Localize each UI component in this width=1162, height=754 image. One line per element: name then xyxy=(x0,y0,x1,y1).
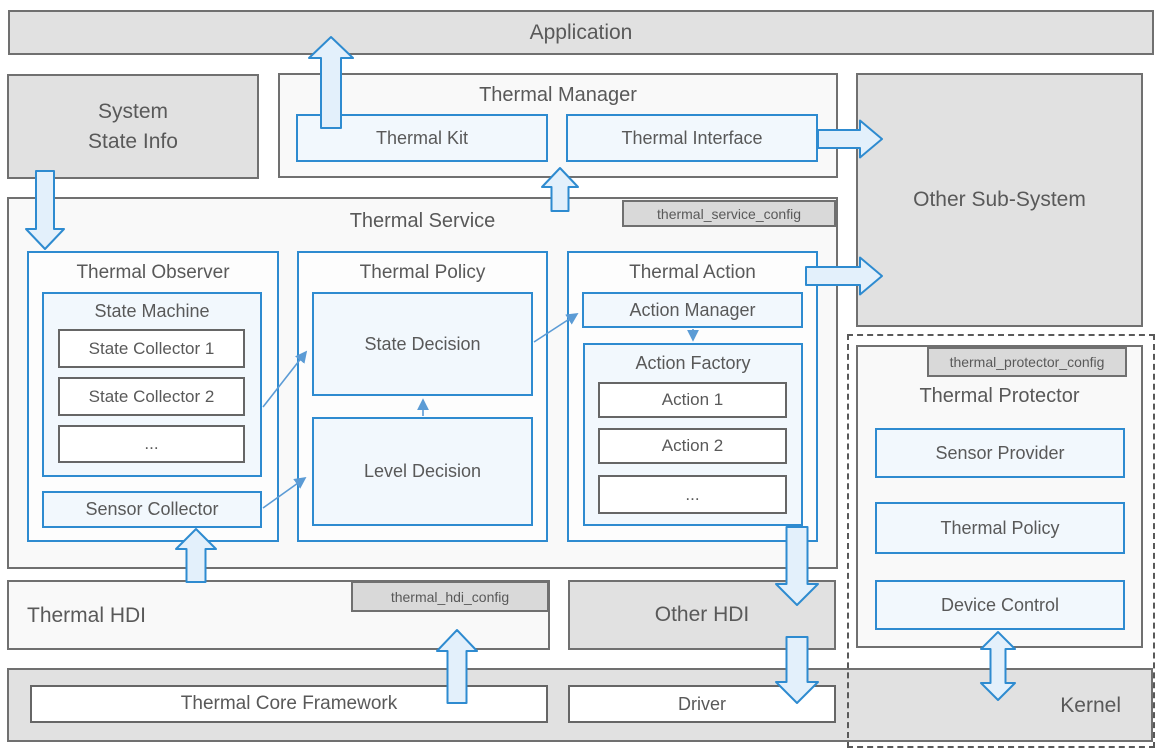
action-manager-box: Action Manager xyxy=(582,292,803,328)
sensor-collector-box: Sensor Collector xyxy=(42,491,262,528)
kernel-label: Kernel xyxy=(1060,694,1121,717)
thermal-core-framework-label: Thermal Core Framework xyxy=(180,693,398,714)
state-collector-1-label: State Collector 1 xyxy=(88,338,215,358)
thermal-protector-config-label: thermal_protector_config xyxy=(949,354,1105,370)
protector-thermal-policy-box: Thermal Policy xyxy=(875,502,1125,554)
device-control-label: Device Control xyxy=(940,594,1060,615)
action-manager-label: Action Manager xyxy=(629,299,756,320)
action-1-label: Action 1 xyxy=(661,390,724,409)
thermal-observer-title: Thermal Observer xyxy=(76,262,230,283)
thermal-service-config-tag: thermal_service_config xyxy=(622,200,836,227)
state-collector-more-box: ... xyxy=(58,425,245,463)
thermal-protector-dashed-region xyxy=(847,334,1155,748)
other-hdi-box: Other HDI xyxy=(568,580,836,650)
sensor-provider-box: Sensor Provider xyxy=(875,428,1125,478)
other-sub-system-box: Other Sub-System xyxy=(856,73,1143,327)
thermal-hdi-config-label: thermal_hdi_config xyxy=(390,588,510,605)
state-decision-label: State Decision xyxy=(364,333,481,354)
sensor-collector-label: Sensor Collector xyxy=(85,499,219,519)
thermal-policy-title: Thermal Policy xyxy=(359,262,486,283)
thermal-kit-label: Thermal Kit xyxy=(375,127,469,148)
sensor-provider-label: Sensor Provider xyxy=(935,442,1065,463)
thermal-interface-box: Thermal Interface xyxy=(566,114,818,162)
state-collector-2-box: State Collector 2 xyxy=(58,377,245,416)
action-2-label: Action 2 xyxy=(661,436,724,455)
action-more-label: ... xyxy=(685,484,700,504)
level-decision-box: Level Decision xyxy=(312,417,533,526)
thermal-protector-config-tag: thermal_protector_config xyxy=(927,347,1127,377)
thermal-service-title: Thermal Service xyxy=(349,210,496,232)
thermal-kit-box: Thermal Kit xyxy=(296,114,548,162)
protector-thermal-policy-label: Thermal Policy xyxy=(940,517,1060,538)
level-decision-label: Level Decision xyxy=(363,461,482,481)
system-state-info-line2: State Info xyxy=(88,129,178,153)
driver-label: Driver xyxy=(678,693,726,714)
application-label: Application xyxy=(529,20,633,44)
action-1-box: Action 1 xyxy=(598,382,787,418)
state-collector-2-label: State Collector 2 xyxy=(88,386,215,406)
action-factory-title: Action Factory xyxy=(635,353,751,373)
thermal-hdi-title: Thermal HDI xyxy=(27,604,147,627)
thermal-core-framework-box: Thermal Core Framework xyxy=(30,685,548,723)
application-bar: Application xyxy=(8,10,1154,55)
driver-box: Driver xyxy=(568,685,836,723)
thermal-hdi-config-tag: thermal_hdi_config xyxy=(351,581,549,612)
state-decision-box: State Decision xyxy=(312,292,533,396)
state-machine-title: State Machine xyxy=(94,301,210,321)
system-state-info-box: System State Info xyxy=(7,74,259,179)
thermal-manager-title: Thermal Manager xyxy=(479,84,637,106)
other-hdi-label: Other HDI xyxy=(654,603,750,626)
other-sub-system-label: Other Sub-System xyxy=(913,188,1086,211)
action-2-box: Action 2 xyxy=(598,428,787,464)
state-collector-more-label: ... xyxy=(144,434,159,453)
action-more-box: ... xyxy=(598,475,787,514)
thermal-action-title: Thermal Action xyxy=(629,262,756,283)
state-collector-1-box: State Collector 1 xyxy=(58,329,245,368)
thermal-protector-title: Thermal Protector xyxy=(919,385,1080,407)
system-state-info-line1: System xyxy=(97,100,168,124)
thermal-interface-label: Thermal Interface xyxy=(621,127,763,148)
thermal-service-config-label: thermal_service_config xyxy=(657,205,801,222)
device-control-box: Device Control xyxy=(875,580,1125,630)
